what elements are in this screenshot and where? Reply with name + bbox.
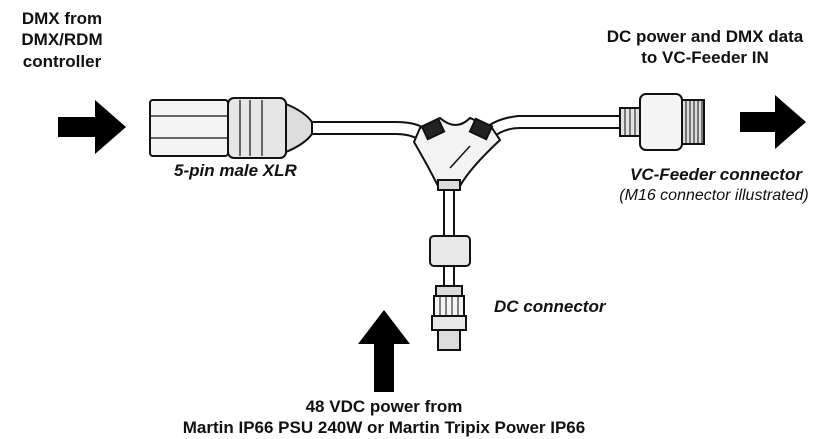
dmx-source-line-2: DMX/RDM: [21, 30, 103, 50]
arrow-up-icon: [358, 310, 410, 392]
y-splitter: [412, 116, 502, 191]
dc-power-dmx-line-2: to VC-Feeder IN: [641, 48, 769, 68]
power-source-line-1: 48 VDC power from: [305, 397, 463, 416]
dc-connector: [431, 285, 467, 351]
dc-power-dmx-label: DC power and DMX data to VC-Feeder IN: [578, 26, 832, 69]
cable-left: [312, 121, 425, 129]
ferrite-sleeve: [429, 235, 471, 267]
dc-power-dmx-line-1: DC power and DMX data: [606, 27, 804, 46]
arrow-right-icon: [740, 95, 806, 149]
vc-feeder-label: VC-Feeder connector: [630, 165, 802, 184]
arrow-right-icon: [58, 100, 126, 154]
vc-feeder-note: (M16 connector illustrated): [619, 187, 809, 204]
vc-feeder-connector: [619, 93, 705, 151]
cable-down: [443, 190, 455, 236]
power-source-line-2: Martin IP66 PSU 240W or Martin Tripix Po…: [182, 418, 586, 438]
cable-right: [487, 115, 620, 127]
xlr-connector: [149, 97, 313, 159]
dc-connector-label: DC connector: [494, 297, 606, 316]
dmx-source-line-3: controller: [22, 51, 102, 71]
dmx-source-label: DMX from DMX/RDM controller: [0, 8, 124, 72]
xlr-label: 5-pin male XLR: [174, 161, 297, 180]
power-source-label: 48 VDC power from Martin IP66 PSU 240W o…: [120, 396, 648, 439]
dmx-source-line-1: DMX from: [21, 9, 103, 28]
